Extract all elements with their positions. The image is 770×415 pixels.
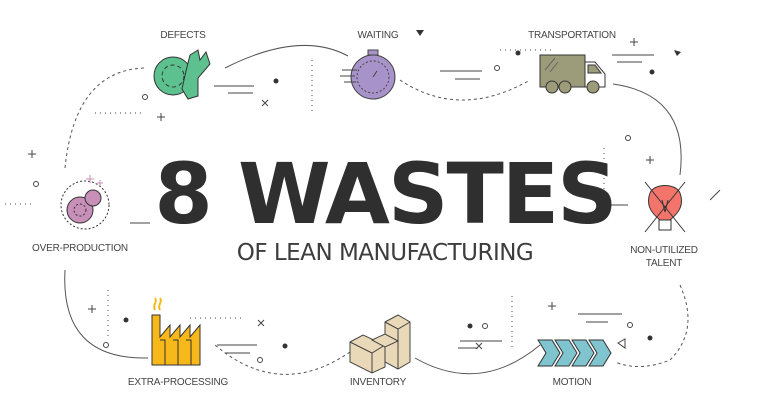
arrow-waiting-to-transport xyxy=(399,79,531,101)
arrow-inventory-to-extra xyxy=(214,344,351,375)
arrow-transport-to-talent xyxy=(612,83,682,176)
boxes-icon xyxy=(349,314,411,374)
label-talent: TALENT xyxy=(645,258,683,269)
label-transportation: TRANSPORTATION xyxy=(528,30,616,41)
label-defects: DEFECTS xyxy=(160,30,206,41)
chevrons-icon xyxy=(537,339,612,367)
arrow-motion-to-inventory xyxy=(414,344,541,375)
factory-icon xyxy=(151,297,201,366)
label-non-utilized: NON-UTILIZED xyxy=(630,245,698,256)
arrow-talent-to-motion xyxy=(614,284,689,367)
label-inventory: INVENTORY xyxy=(349,377,407,388)
page-title: 8 WASTES xyxy=(154,145,617,243)
page-subtitle: OF LEAN MANUFACTURING xyxy=(236,240,534,266)
label-waiting: WAITING xyxy=(357,30,399,41)
crossed-lightbulb-icon xyxy=(644,181,686,233)
truck-icon xyxy=(539,54,606,94)
cycle-arrows xyxy=(64,44,689,375)
label-extra-processing: EXTRA-PROCESSING xyxy=(127,377,229,388)
label-motion: MOTION xyxy=(552,377,592,388)
gear-wrench-icon xyxy=(153,49,211,100)
arrow-overproduction-to-defects xyxy=(64,67,146,169)
gears-icon xyxy=(60,175,110,230)
arrow-defects-to-waiting xyxy=(224,44,349,69)
label-over-production: OVER-PRODUCTION xyxy=(32,243,128,254)
arrow-extra-to-overproduction xyxy=(64,269,149,359)
stopwatch-icon xyxy=(340,49,396,100)
decorations xyxy=(5,30,721,363)
